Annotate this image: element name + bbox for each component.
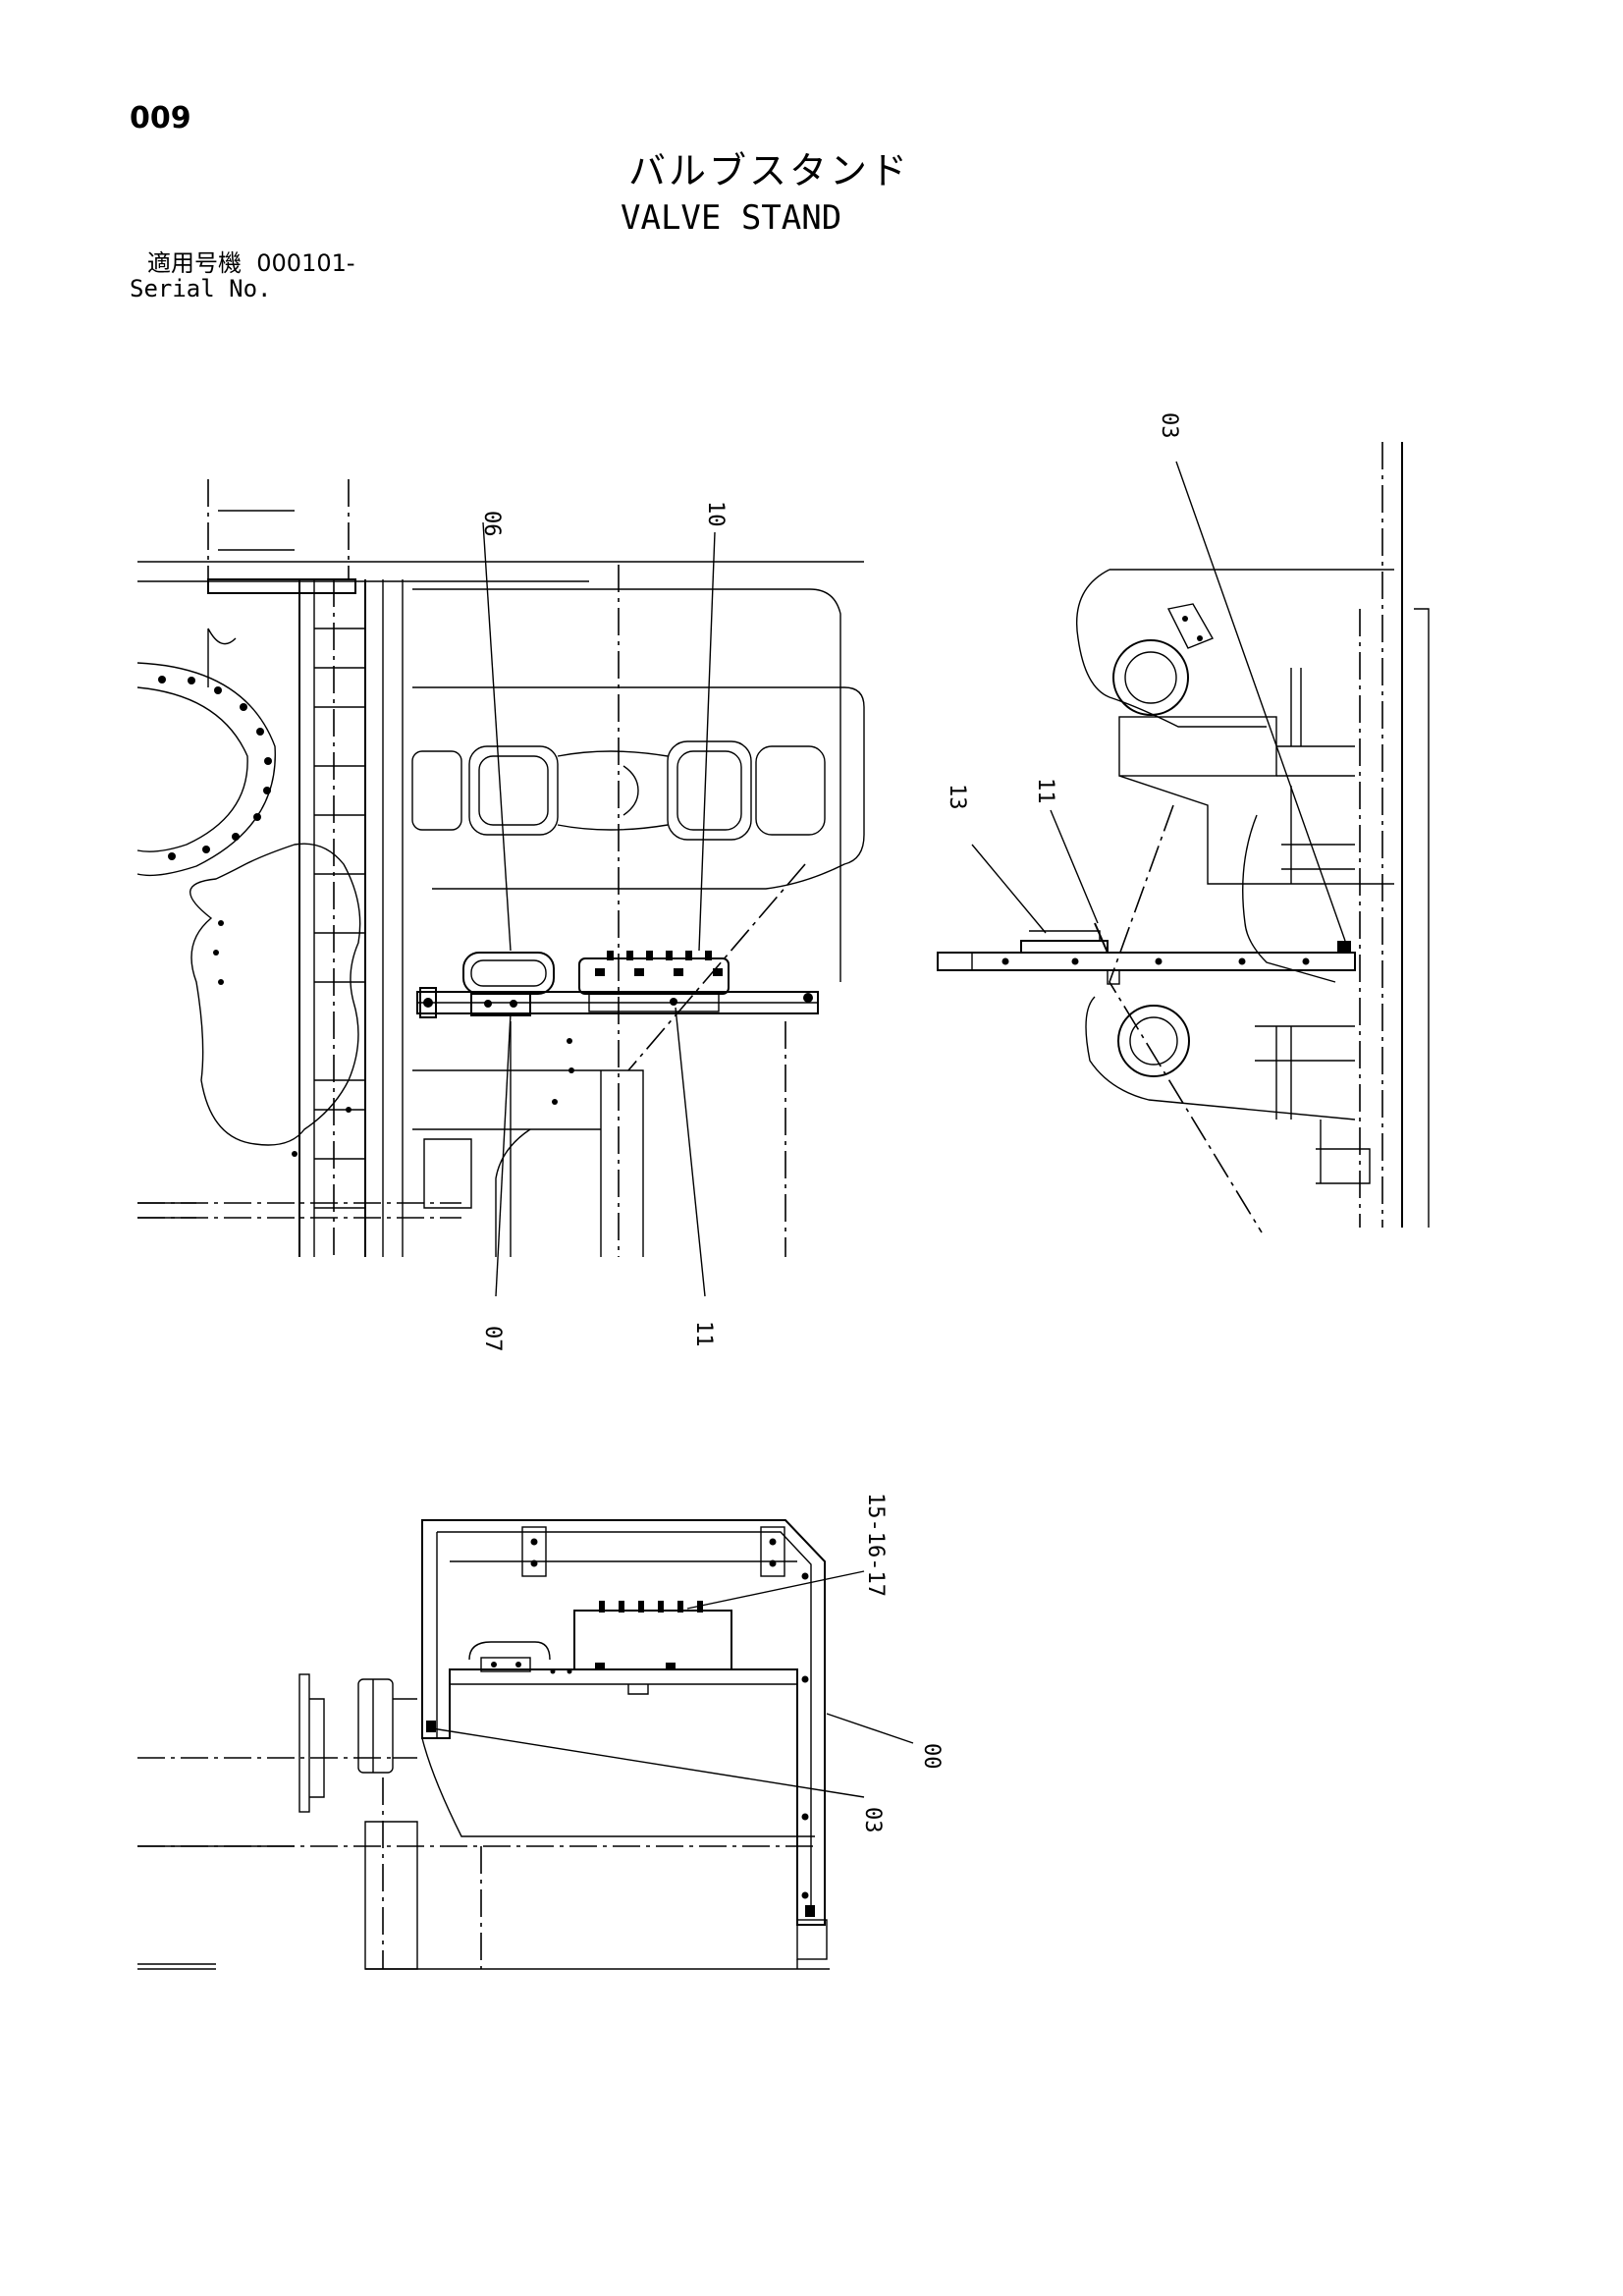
valve-spools-front	[599, 1601, 703, 1613]
view-bottom: 15-16-17 00 03	[137, 1493, 944, 1970]
serial-label-japanese: 適用号機	[147, 249, 242, 277]
title-japanese: バルブスタンド	[628, 149, 911, 192]
callout-11-side-view: 11	[1033, 778, 1057, 804]
serial-applicability: 適用号機 000101-	[147, 251, 355, 275]
serial-number-value: 000101-	[256, 249, 355, 277]
bolt-circle	[158, 676, 272, 860]
title-english: VALVE STAND	[621, 198, 842, 238]
page-number: 009	[130, 101, 191, 136]
callout-15-16-17: 15-16-17	[863, 1493, 888, 1597]
callout-07: 07	[480, 1326, 505, 1352]
serial-label-english: Serial No.	[130, 275, 272, 302]
callout-06: 06	[479, 511, 504, 537]
callout-11-top-view: 11	[691, 1321, 716, 1347]
callout-13: 13	[945, 784, 969, 810]
callout-00: 00	[919, 1743, 944, 1770]
view-top-left: 06 10 07 11	[136, 479, 865, 1352]
view-right: 03 13 11	[937, 412, 1430, 1233]
callout-03-front-view: 03	[860, 1807, 885, 1833]
valve-spools	[595, 951, 723, 976]
callout-03-side-view: 03	[1157, 412, 1181, 439]
callout-10: 10	[703, 501, 728, 527]
